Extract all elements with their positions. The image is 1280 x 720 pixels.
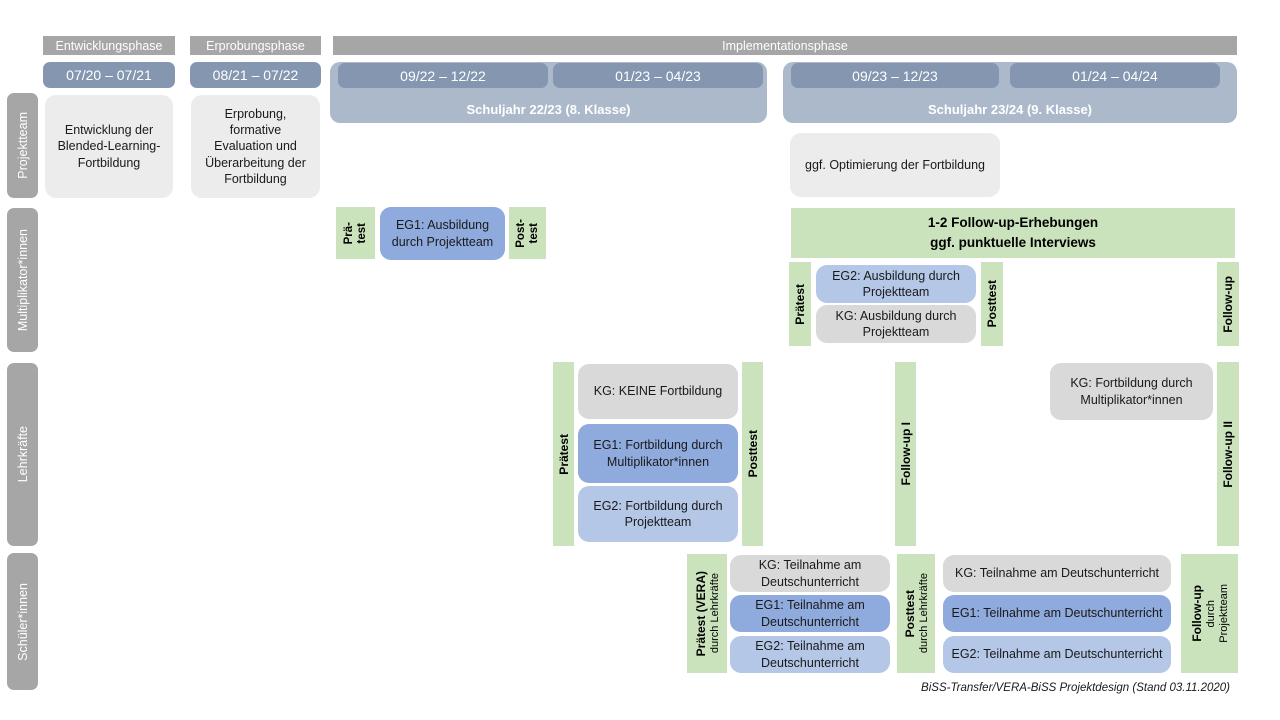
box-text: KG: KEINE Fortbildung — [593, 384, 723, 399]
box-erprobung-evaluation: Erprobung, formative Evaluation und Über… — [191, 95, 320, 198]
followup-bar-multiplikatoren: Follow-up — [1217, 262, 1239, 346]
followup1-bar-lehrkraefte: Follow-up I — [895, 362, 916, 546]
date-bar-0821-0722: 08/21 – 07/22 — [190, 62, 321, 88]
box-text: EG1: Teilnahme am Deutschunterricht — [755, 598, 865, 629]
box-kg-ausbildung-projektteam: KG: Ausbildung durch Projektteam — [816, 305, 976, 343]
praetest-label: Prätest — [556, 433, 571, 475]
followup-sublabel-2: Projektteam — [1217, 584, 1230, 643]
box-kg-keine-fortbildung: KG: KEINE Fortbildung — [578, 364, 738, 419]
box-eg2-ausbildung-projektteam: EG2: Ausbildung durch Projektteam — [816, 265, 976, 303]
praetest-vera-sublabel: durch Lehrkräfte — [708, 573, 721, 654]
followup-label: Follow-up — [1189, 585, 1204, 642]
phase-label: Erprobungsphase — [206, 38, 305, 53]
followup1-label: Follow-up I — [898, 422, 913, 486]
box-eg2-teilnahme-2: EG2: Teilnahme am Deutschunterricht — [943, 636, 1171, 673]
box-text: KG: Teilnahme am Deutschunterricht — [758, 558, 862, 589]
row-label-text: Multiplikator*innen — [15, 228, 30, 332]
date-label: 01/24 – 04/24 — [1072, 67, 1158, 84]
date-bar-0922-1222: 09/22 – 12/22 — [338, 63, 548, 88]
followup-label: Follow-up — [1221, 275, 1235, 333]
phase-bar-implementationsphase: Implementationsphase — [333, 36, 1237, 55]
box-text: EG2: Fortbildung durch Projektteam — [593, 498, 723, 529]
praetest-label-line2: test — [356, 222, 368, 244]
posttest-label-line2: test — [528, 222, 540, 244]
date-label: 01/23 – 04/23 — [615, 67, 701, 84]
praetest-label: Prätest — [793, 283, 807, 325]
row-label-multiplikatoren: Multiplikator*innen — [7, 208, 38, 352]
box-kg-fortbildung-multiplikatoren: KG: Fortbildung durch Multiplikator*inne… — [1050, 363, 1213, 420]
followup-erhebungen-banner: 1-2 Follow-up-Erhebungen ggf. punktuelle… — [791, 208, 1235, 258]
row-label-text: Projektteam — [15, 112, 30, 179]
box-eg1-teilnahme-2: EG1: Teilnahme am Deutschunterricht — [943, 595, 1171, 632]
banner-line1: 1-2 Follow-up-Erhebungen — [927, 214, 1099, 230]
praetest-bar-lehrkraefte: Prätest — [553, 362, 574, 546]
row-label-text: Lehrkräfte — [15, 426, 30, 483]
banner-line2: ggf. punktuelle Interviews — [930, 235, 1096, 250]
box-kg-teilnahme-2: KG: Teilnahme am Deutschunterricht — [943, 555, 1171, 592]
box-eg1-ausbildung-projektteam: EG1: Ausbildung durch Projektteam — [380, 207, 505, 260]
posttest-bar-multiplikatoren-2: Posttest — [981, 262, 1003, 346]
row-label-projektteam: Projektteam — [7, 93, 38, 198]
date-bar-0124-0424: 01/24 – 04/24 — [1010, 63, 1220, 88]
posttest-label: Posttest — [745, 430, 760, 478]
praetest-bar-multiplikatoren: Prä- test — [336, 207, 375, 259]
praetest-vera-label: Prätest (VERA) — [693, 570, 708, 657]
date-label: 07/20 – 07/21 — [66, 67, 152, 83]
date-bar-0923-1223: 09/23 – 12/23 — [791, 63, 999, 88]
posttest-bar-schueler: Posttest durch Lehrkräfte — [897, 554, 935, 673]
box-text: Entwicklung der Blended-Learning-Fortbil… — [57, 123, 161, 170]
box-kg-teilnahme-1: KG: Teilnahme am Deutschunterricht — [730, 555, 890, 592]
followup2-bar-lehrkraefte: Follow-up II — [1217, 362, 1239, 546]
praetest-label-line1: Prä- — [343, 221, 355, 245]
posttest-bar-lehrkraefte: Posttest — [742, 362, 763, 546]
box-text: EG2: Teilnahme am Deutschunterricht — [951, 647, 1163, 662]
phase-bar-erprobungsphase: Erprobungsphase — [190, 36, 321, 55]
box-text: EG2: Ausbildung durch Projektteam — [832, 268, 960, 299]
box-text: ggf. Optimierung der Fortbildung — [805, 157, 985, 172]
date-bar-0123-0423: 01/23 – 04/23 — [553, 63, 763, 88]
box-text: KG: Teilnahme am Deutschunterricht — [954, 566, 1160, 581]
date-label: 09/22 – 12/22 — [400, 67, 486, 84]
followup2-label: Follow-up II — [1221, 420, 1235, 488]
schoolyear-2324-label: Schuljahr 23/24 (9. Klasse) — [927, 102, 1093, 117]
box-eg2-teilnahme-1: EG2: Teilnahme am Deutschunterricht — [730, 636, 890, 673]
date-label: 09/23 – 12/23 — [852, 67, 938, 84]
box-text: EG1: Teilnahme am Deutschunterricht — [951, 606, 1163, 621]
box-eg1-teilnahme-1: EG1: Teilnahme am Deutschunterricht — [730, 595, 890, 632]
box-text: KG: Fortbildung durch Multiplikator*inne… — [1070, 376, 1193, 407]
posttest-label: Posttest — [902, 589, 917, 638]
posttest-sublabel: durch Lehrkräfte — [917, 573, 930, 654]
phase-bar-entwicklungsphase: Entwicklungsphase — [43, 36, 175, 55]
box-text: EG1: Ausbildung durch Projektteam — [391, 218, 494, 249]
posttest-label: Posttest — [985, 280, 999, 328]
box-text: EG1: Fortbildung durch Multiplikator*inn… — [593, 438, 723, 469]
row-label-lehrkraefte: Lehrkräfte — [7, 363, 38, 546]
phase-label: Entwicklungsphase — [55, 38, 163, 53]
schoolyear-2223-label: Schuljahr 22/23 (8. Klasse) — [466, 102, 631, 117]
posttest-label-line1: Post- — [515, 218, 527, 248]
followup-bar-schueler: Follow-up durch Projektteam — [1181, 554, 1238, 673]
box-text: KG: Ausbildung durch Projektteam — [835, 308, 957, 339]
box-optimierung-fortbildung: ggf. Optimierung der Fortbildung — [790, 133, 1000, 197]
diagram-caption: BiSS-Transfer/VERA-BiSS Projektdesign (S… — [921, 682, 1230, 694]
phase-label: Implementationsphase — [722, 38, 848, 53]
praetest-vera-bar-schueler: Prätest (VERA) durch Lehrkräfte — [687, 554, 727, 673]
box-text: Erprobung, formative Evaluation und Über… — [205, 106, 306, 186]
row-label-schueler: Schüler*innen — [7, 553, 38, 690]
date-bar-0720-0721: 07/20 – 07/21 — [43, 62, 175, 88]
row-label-text: Schüler*innen — [15, 582, 30, 661]
box-eg2-fortbildung-projektteam: EG2: Fortbildung durch Projektteam — [578, 486, 738, 542]
followup-sublabel-1: durch — [1204, 599, 1217, 628]
posttest-bar-multiplikatoren: Post- test — [509, 207, 546, 259]
box-text: EG2: Teilnahme am Deutschunterricht — [755, 639, 865, 670]
box-entwicklung-fortbildung: Entwicklung der Blended-Learning-Fortbil… — [45, 95, 173, 198]
date-label: 08/21 – 07/22 — [212, 67, 299, 83]
box-eg1-fortbildung-multiplikatoren: EG1: Fortbildung durch Multiplikator*inn… — [578, 424, 738, 483]
praetest-bar-multiplikatoren-2: Prätest — [789, 262, 811, 346]
